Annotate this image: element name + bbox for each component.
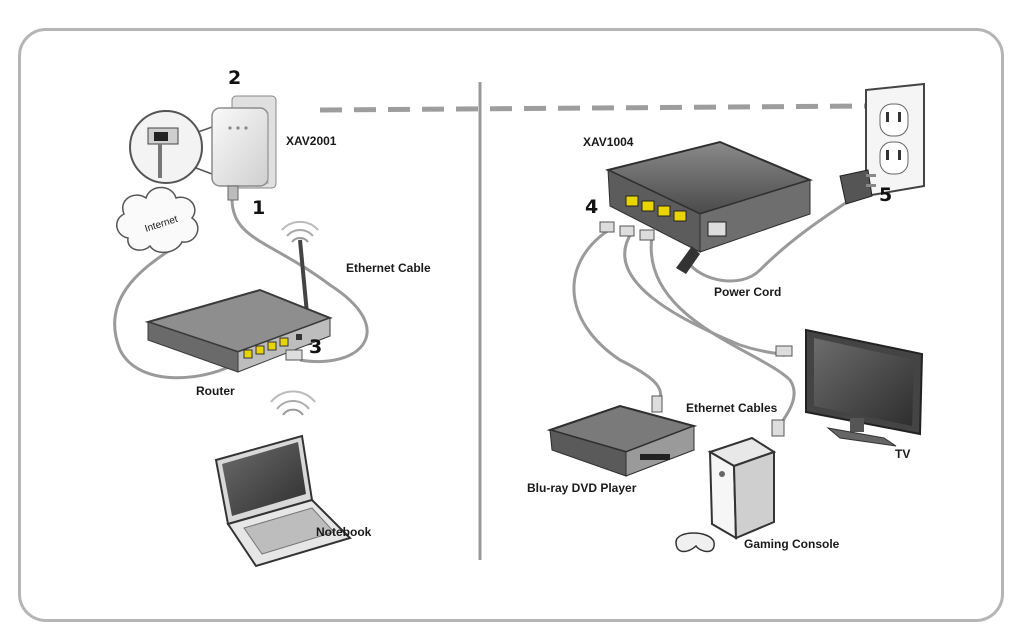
cable-to-console [649,235,796,426]
step-2: 2 [228,67,241,89]
router-device [144,220,333,373]
gaming-console [675,436,777,553]
internet-cloud [116,186,199,254]
internet-cable [113,248,239,380]
notebook-label: Notebook [316,525,372,539]
powerline-adapter-xav2001 [211,95,277,201]
powerline-hub-xav1004 [599,140,813,274]
ethernet-cable-label: Ethernet Cable [346,261,431,275]
tv-label: TV [895,447,910,461]
hub-model-label: XAV1004 [583,135,634,149]
step-4: 4 [585,196,598,218]
power-cord-label: Power Cord [714,285,781,299]
left-cables [113,197,369,380]
bluray-player [546,404,698,477]
adapter-model-label: XAV2001 [286,134,337,148]
router-label: Router [196,384,235,398]
cable-to-bluray [572,226,663,406]
diagram-frame [18,28,1004,622]
power-plug [839,169,876,205]
power-cord-line [686,198,851,283]
wall-outlet [865,82,925,198]
step-5: 5 [879,184,892,206]
dashed-power-link [319,103,871,113]
ethernet-cables-label: Ethernet Cables [686,401,778,415]
gaming-console-label: Gaming Console [744,537,840,551]
notebook-laptop [214,390,352,568]
step-3: 3 [309,336,322,358]
tv-monitor [805,328,924,447]
right-cables [572,198,851,426]
bluray-label: Blu-ray DVD Player [527,481,637,495]
ethernet-cable-adapter-router [230,197,369,363]
step-1: 1 [252,197,265,219]
